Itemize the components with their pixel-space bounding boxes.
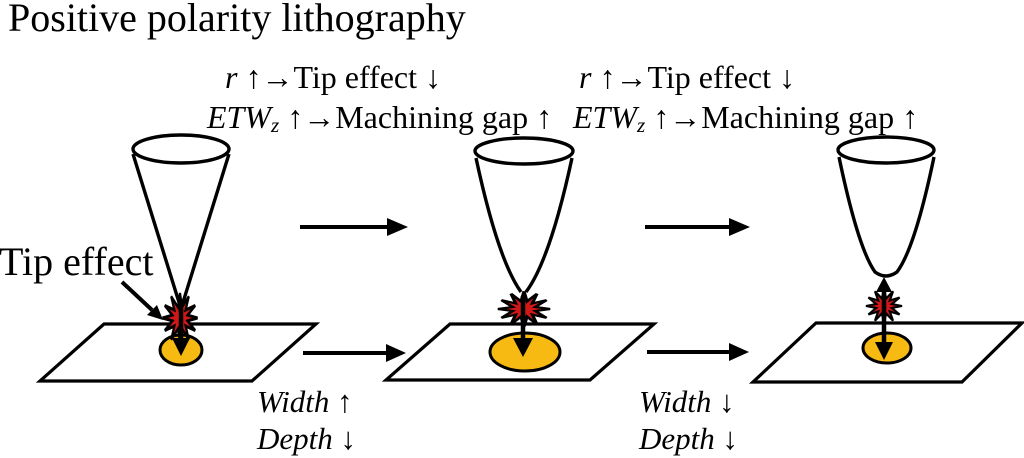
width-change-label: Width ↑ <box>257 384 353 419</box>
down-arrowhead-icon <box>875 342 893 360</box>
flow-arrow-top-2 <box>645 218 750 236</box>
electrode-cone-3 <box>836 135 936 278</box>
right-arrowhead-icon <box>729 343 749 361</box>
right-arrowhead-icon <box>387 218 408 236</box>
up-arrowhead-icon <box>876 277 892 292</box>
cone-top-ellipse-1 <box>131 133 231 165</box>
discharge-arrow-2 <box>513 296 533 357</box>
flow-arrow-bottom-1 <box>303 344 406 362</box>
depth-change-label: Depth ↓ <box>639 421 739 456</box>
down-arrowhead-icon <box>172 338 190 356</box>
cone-side-lines-3 <box>837 156 936 278</box>
electrode-cone-1 <box>131 133 231 313</box>
annotation-top-1: r ↑→Tip effect ↓ ETWz ↑→Machining gap ↑ <box>207 57 552 141</box>
figure-title: Positive polarity lithography <box>8 0 466 40</box>
discharge-arrow-1 <box>172 300 190 356</box>
annotation-bottom-1: Width ↑ Depth ↓ <box>257 383 356 457</box>
var-etw: ETW <box>207 99 271 135</box>
discharge-arrow-3-double <box>875 277 893 360</box>
var-etw-subscript: z <box>271 112 280 137</box>
cone-top-ellipse-3 <box>836 135 936 165</box>
tip-effect-label: Tip effect <box>0 239 154 284</box>
depth-change-label: Depth ↓ <box>257 421 357 456</box>
width-change-label: Width ↓ <box>639 384 735 419</box>
right-arrowhead-icon <box>729 218 750 236</box>
flow-arrow-top-1 <box>300 218 408 236</box>
annotation-bottom-2: Width ↓ Depth ↓ <box>639 383 738 457</box>
annotation-top-2-line1: r ↑→Tip effect ↓ <box>579 59 795 95</box>
flow-arrow-bottom-2 <box>647 343 749 361</box>
var-etw: ETW <box>573 99 637 135</box>
cone-top-ellipse-2 <box>473 136 575 166</box>
annotation-top-1-line1: r ↑→Tip effect ↓ <box>225 59 441 95</box>
tip-effect-pointer-arrow <box>120 280 163 320</box>
electrode-cone-2 <box>473 136 575 294</box>
var-etw-subscript: z <box>637 112 646 137</box>
pointer-arrowhead-icon <box>147 305 163 320</box>
cone-side-lines-1 <box>131 153 231 313</box>
var-r: r <box>225 59 238 95</box>
var-r: r <box>579 59 592 95</box>
cone-side-lines-2 <box>474 157 574 294</box>
right-arrowhead-icon <box>386 344 406 362</box>
annotation-top-2-line2: ETWz ↑→Machining gap ↑ <box>573 99 919 137</box>
annotation-top-1-line2: ETWz ↑→Machining gap ↑ <box>207 99 553 137</box>
annotation-top-2: r ↑→Tip effect ↓ ETWz ↑→Machining gap ↑ <box>573 57 918 141</box>
down-arrowhead-icon <box>513 338 533 357</box>
